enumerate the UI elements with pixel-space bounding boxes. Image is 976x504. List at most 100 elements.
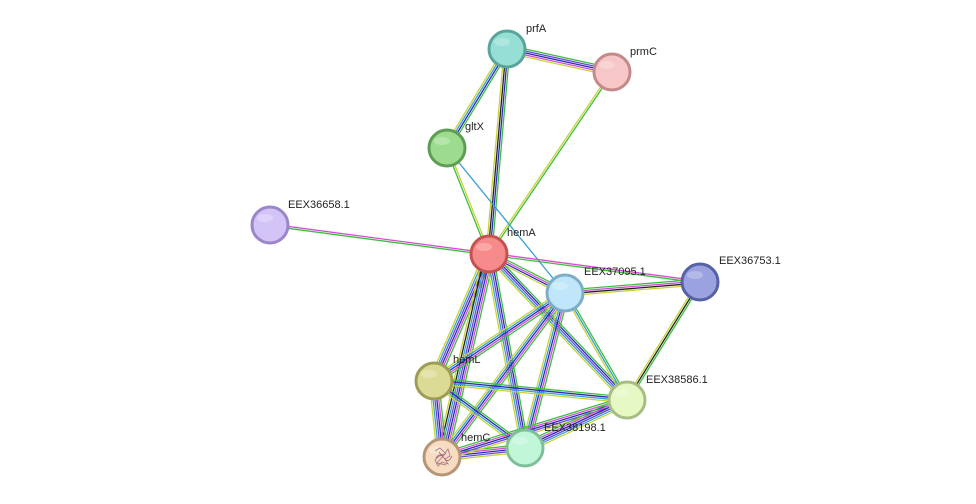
- node-circle[interactable]: [592, 52, 632, 92]
- edge-evidence-line: [442, 293, 568, 459]
- edge-EEX37095.1-EEX36753.1[interactable]: [564, 278, 701, 297]
- edge-evidence-line: [486, 254, 524, 449]
- node-circle[interactable]: [427, 128, 467, 168]
- edge-gltX-EEX37095.1[interactable]: [446, 147, 566, 294]
- edge-evidence-line: [565, 282, 701, 295]
- edge-EEX36753.1-EEX38586.1[interactable]: [624, 280, 703, 402]
- edge-evidence-line: [564, 280, 700, 293]
- edge-evidence-line: [440, 395, 627, 454]
- edge-evidence-line: [484, 254, 522, 449]
- edge-evidence-line: [489, 252, 629, 400]
- edge-evidence-line: [434, 379, 628, 400]
- protein-structure-icon: [434, 447, 453, 467]
- edge-EEX37095.1-hemC[interactable]: [438, 290, 569, 460]
- edge-evidence-line: [446, 147, 566, 294]
- node-circle[interactable]: [680, 262, 720, 302]
- node-circle[interactable]: [469, 234, 509, 274]
- node-highlight: [512, 437, 528, 445]
- edge-evidence-line: [434, 377, 628, 398]
- node-EEX38198.1[interactable]: EEX38198.1: [505, 422, 606, 468]
- edge-evidence-line: [441, 397, 627, 456]
- node-EEX37095.1[interactable]: EEX37095.1: [545, 266, 646, 313]
- edge-evidence-line: [487, 48, 507, 254]
- edge-evidence-line: [437, 252, 486, 457]
- edge-evidence-line: [435, 295, 568, 385]
- node-prmC[interactable]: prmC: [592, 46, 657, 92]
- node-highlight: [614, 389, 630, 397]
- edge-evidence-line: [439, 291, 564, 457]
- edge-evidence-line: [492, 253, 530, 448]
- node-label: prfA: [526, 23, 547, 35]
- node-EEX36658.1[interactable]: EEX36658.1: [250, 199, 350, 245]
- edge-evidence-line: [565, 284, 701, 297]
- edge-evidence-line: [491, 49, 511, 255]
- node-highlight: [687, 271, 703, 279]
- node-circle[interactable]: [505, 428, 545, 468]
- edge-evidence-line: [489, 72, 614, 255]
- edge-hemA-EEX38198.1[interactable]: [484, 253, 530, 449]
- edge-evidence-line: [444, 47, 506, 147]
- node-label: hemA: [507, 227, 536, 239]
- edge-evidence-line: [626, 281, 701, 401]
- node-circle[interactable]: [545, 273, 585, 313]
- node-hemC[interactable]: hemC: [422, 432, 490, 477]
- node-circle[interactable]: [414, 361, 454, 401]
- edge-evidence-line: [432, 290, 565, 380]
- node-highlight: [552, 282, 568, 290]
- node-label: EEX38586.1: [646, 374, 708, 386]
- edge-evidence-line: [489, 49, 509, 255]
- edge-evidence-line: [564, 292, 628, 401]
- edge-evidence-line: [485, 48, 505, 254]
- node-EEX36753.1[interactable]: EEX36753.1: [680, 255, 781, 302]
- node-highlight: [257, 214, 273, 222]
- edge-evidence-line: [490, 253, 528, 448]
- edge-evidence-line: [269, 225, 489, 256]
- edge-evidence-line: [522, 292, 564, 448]
- node-highlight: [494, 38, 510, 46]
- node-label: prmC: [630, 46, 657, 58]
- node-highlight: [421, 370, 437, 378]
- edge-evidence-line: [566, 291, 630, 400]
- edge-evidence-line: [562, 293, 626, 402]
- node-circle[interactable]: [487, 29, 527, 69]
- edge-hemL-EEX38586.1[interactable]: [433, 377, 628, 404]
- edge-evidence-line: [434, 294, 567, 384]
- edge-evidence-line: [628, 282, 703, 402]
- edge-evidence-line: [431, 289, 564, 379]
- edge-prfA-hemA[interactable]: [485, 48, 511, 255]
- edge-EEX37095.1-EEX38198.1[interactable]: [520, 291, 570, 450]
- node-hemA[interactable]: hemA: [469, 227, 536, 274]
- edge-evidence-line: [445, 254, 494, 459]
- edge-evidence-line: [429, 251, 486, 380]
- edge-evidence-line: [439, 253, 488, 457]
- node-label: hemL: [453, 354, 481, 366]
- edge-evidence-line: [441, 292, 566, 458]
- edge-EEX37095.1-EEX38586.1[interactable]: [562, 291, 630, 402]
- node-circle[interactable]: [607, 380, 647, 420]
- edge-evidence-line: [520, 291, 562, 448]
- node-circle[interactable]: [250, 205, 290, 245]
- edge-evidence-line: [448, 50, 510, 150]
- edge-evidence-line: [487, 254, 627, 402]
- edge-evidence-line: [528, 293, 570, 450]
- edge-hemA-EEX36753.1[interactable]: [488, 252, 701, 284]
- edge-evidence-line: [430, 252, 487, 381]
- node-gltX[interactable]: gltX: [427, 121, 485, 168]
- edge-evidence-line: [489, 252, 701, 282]
- edge-evidence-line: [488, 254, 700, 284]
- node-hemL[interactable]: hemL: [414, 354, 481, 401]
- node-prfA[interactable]: prfA: [487, 23, 547, 69]
- edge-evidence-line: [526, 293, 568, 449]
- edge-evidence-line: [270, 223, 490, 254]
- node-highlight: [434, 137, 450, 145]
- node-EEX38586.1[interactable]: EEX38586.1: [607, 374, 708, 420]
- edge-evidence-line: [433, 292, 566, 382]
- edge-evidence-line: [433, 381, 627, 402]
- node-label: gltX: [465, 121, 485, 133]
- edge-EEX37095.1-hemL[interactable]: [431, 289, 568, 385]
- edge-EEX36658.1-hemA[interactable]: [269, 223, 490, 256]
- node-label: EEX38198.1: [544, 422, 606, 434]
- edge-evidence-line: [435, 252, 485, 456]
- edge-evidence-line: [433, 383, 627, 404]
